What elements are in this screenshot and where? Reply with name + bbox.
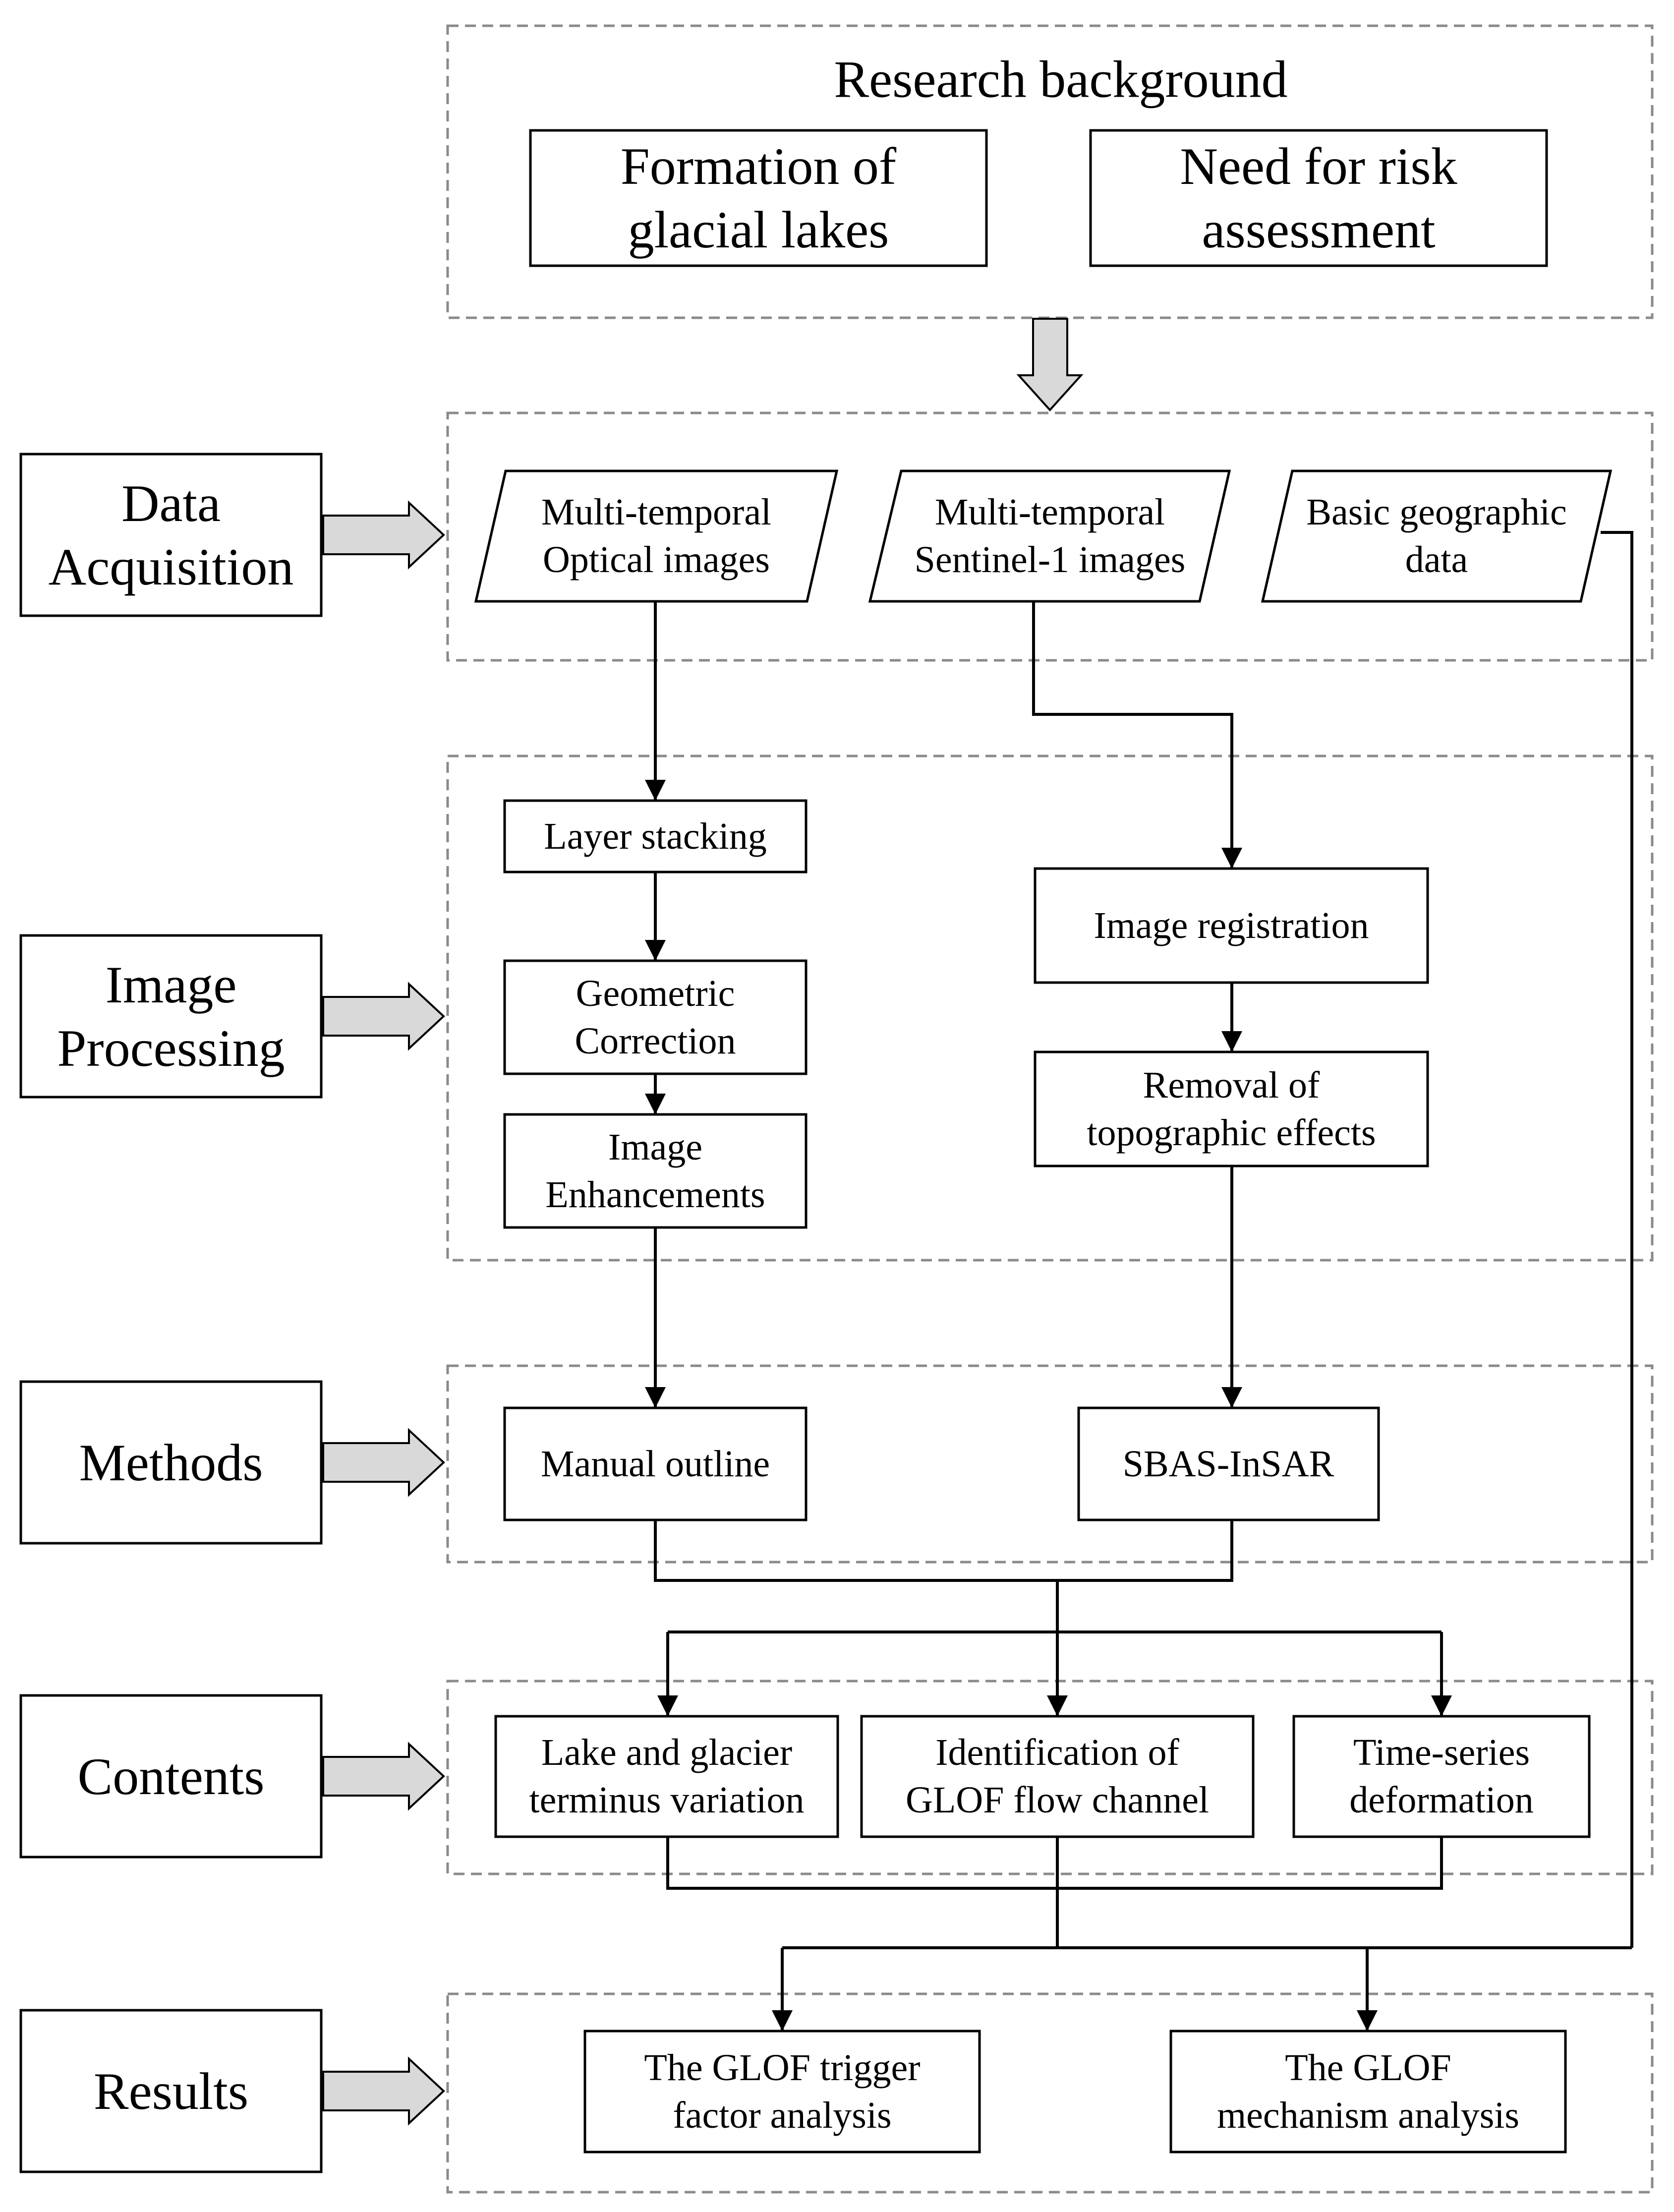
right-block-arrow (322, 982, 445, 1051)
manual-outline-label: Manual outline (541, 1443, 770, 1485)
glof-trigger-analysis-box (583, 2030, 981, 2154)
data-acquisition-frame (446, 411, 1654, 662)
layer-stacking-label: Layer stacking (544, 815, 766, 857)
time-series-deformation-box (1292, 1715, 1591, 1838)
stage-methods-box (19, 1380, 323, 1545)
basic-geographic-data-parallelogram (1261, 469, 1613, 603)
image-processing-frame (446, 755, 1654, 1262)
connector-methods-merge (654, 1520, 1233, 1582)
right-block-arrow (322, 1428, 445, 1497)
glof-mechanism-analysis-box (1169, 2030, 1567, 2154)
down-block-arrow (1016, 318, 1084, 411)
methods-frame (446, 1364, 1654, 1564)
research-background-title: Research background (834, 51, 1287, 109)
sentinel-images-parallelogram (868, 469, 1231, 603)
removal-topographic-effects-box (1034, 1050, 1429, 1167)
right-block-arrow (322, 1742, 445, 1811)
connector-geo-data-route (1601, 531, 1633, 1948)
connector-contents-merge (666, 1837, 1443, 1890)
stage-image-processing-box (19, 934, 323, 1099)
right-block-arrow (322, 2056, 445, 2126)
layer-stacking-box (503, 799, 808, 873)
need-for-risk-assessment-box (1089, 129, 1548, 267)
sbas-insar-label: SBAS-InSAR (1123, 1443, 1334, 1485)
contents-frame (446, 1680, 1654, 1875)
formation-of-glacial-lakes-box (529, 129, 988, 267)
right-block-arrow (322, 500, 445, 570)
sbas-insar-box (1077, 1406, 1380, 1521)
image-registration-label: Image registration (1094, 905, 1369, 946)
stage-contents-label: Contents (78, 1747, 265, 1805)
stage-methods-label: Methods (79, 1434, 263, 1492)
optical-images-parallelogram (474, 469, 839, 603)
results-frame (446, 1992, 1654, 2194)
stage-results-label: Results (94, 2062, 248, 2120)
stage-data-acquisition-box (19, 453, 323, 617)
stage-results-box (19, 2009, 323, 2173)
image-enhancements-box (503, 1113, 808, 1229)
lake-glacier-variation-box (494, 1715, 839, 1838)
image-registration-box (1034, 867, 1429, 984)
stage-contents-box (19, 1694, 323, 1859)
glof-flow-channel-box (860, 1715, 1255, 1838)
connector-sentinel-to-registration (1032, 601, 1242, 869)
research-background-frame (446, 24, 1654, 319)
geometric-correction-box (503, 959, 808, 1075)
manual-outline-box (503, 1406, 808, 1521)
